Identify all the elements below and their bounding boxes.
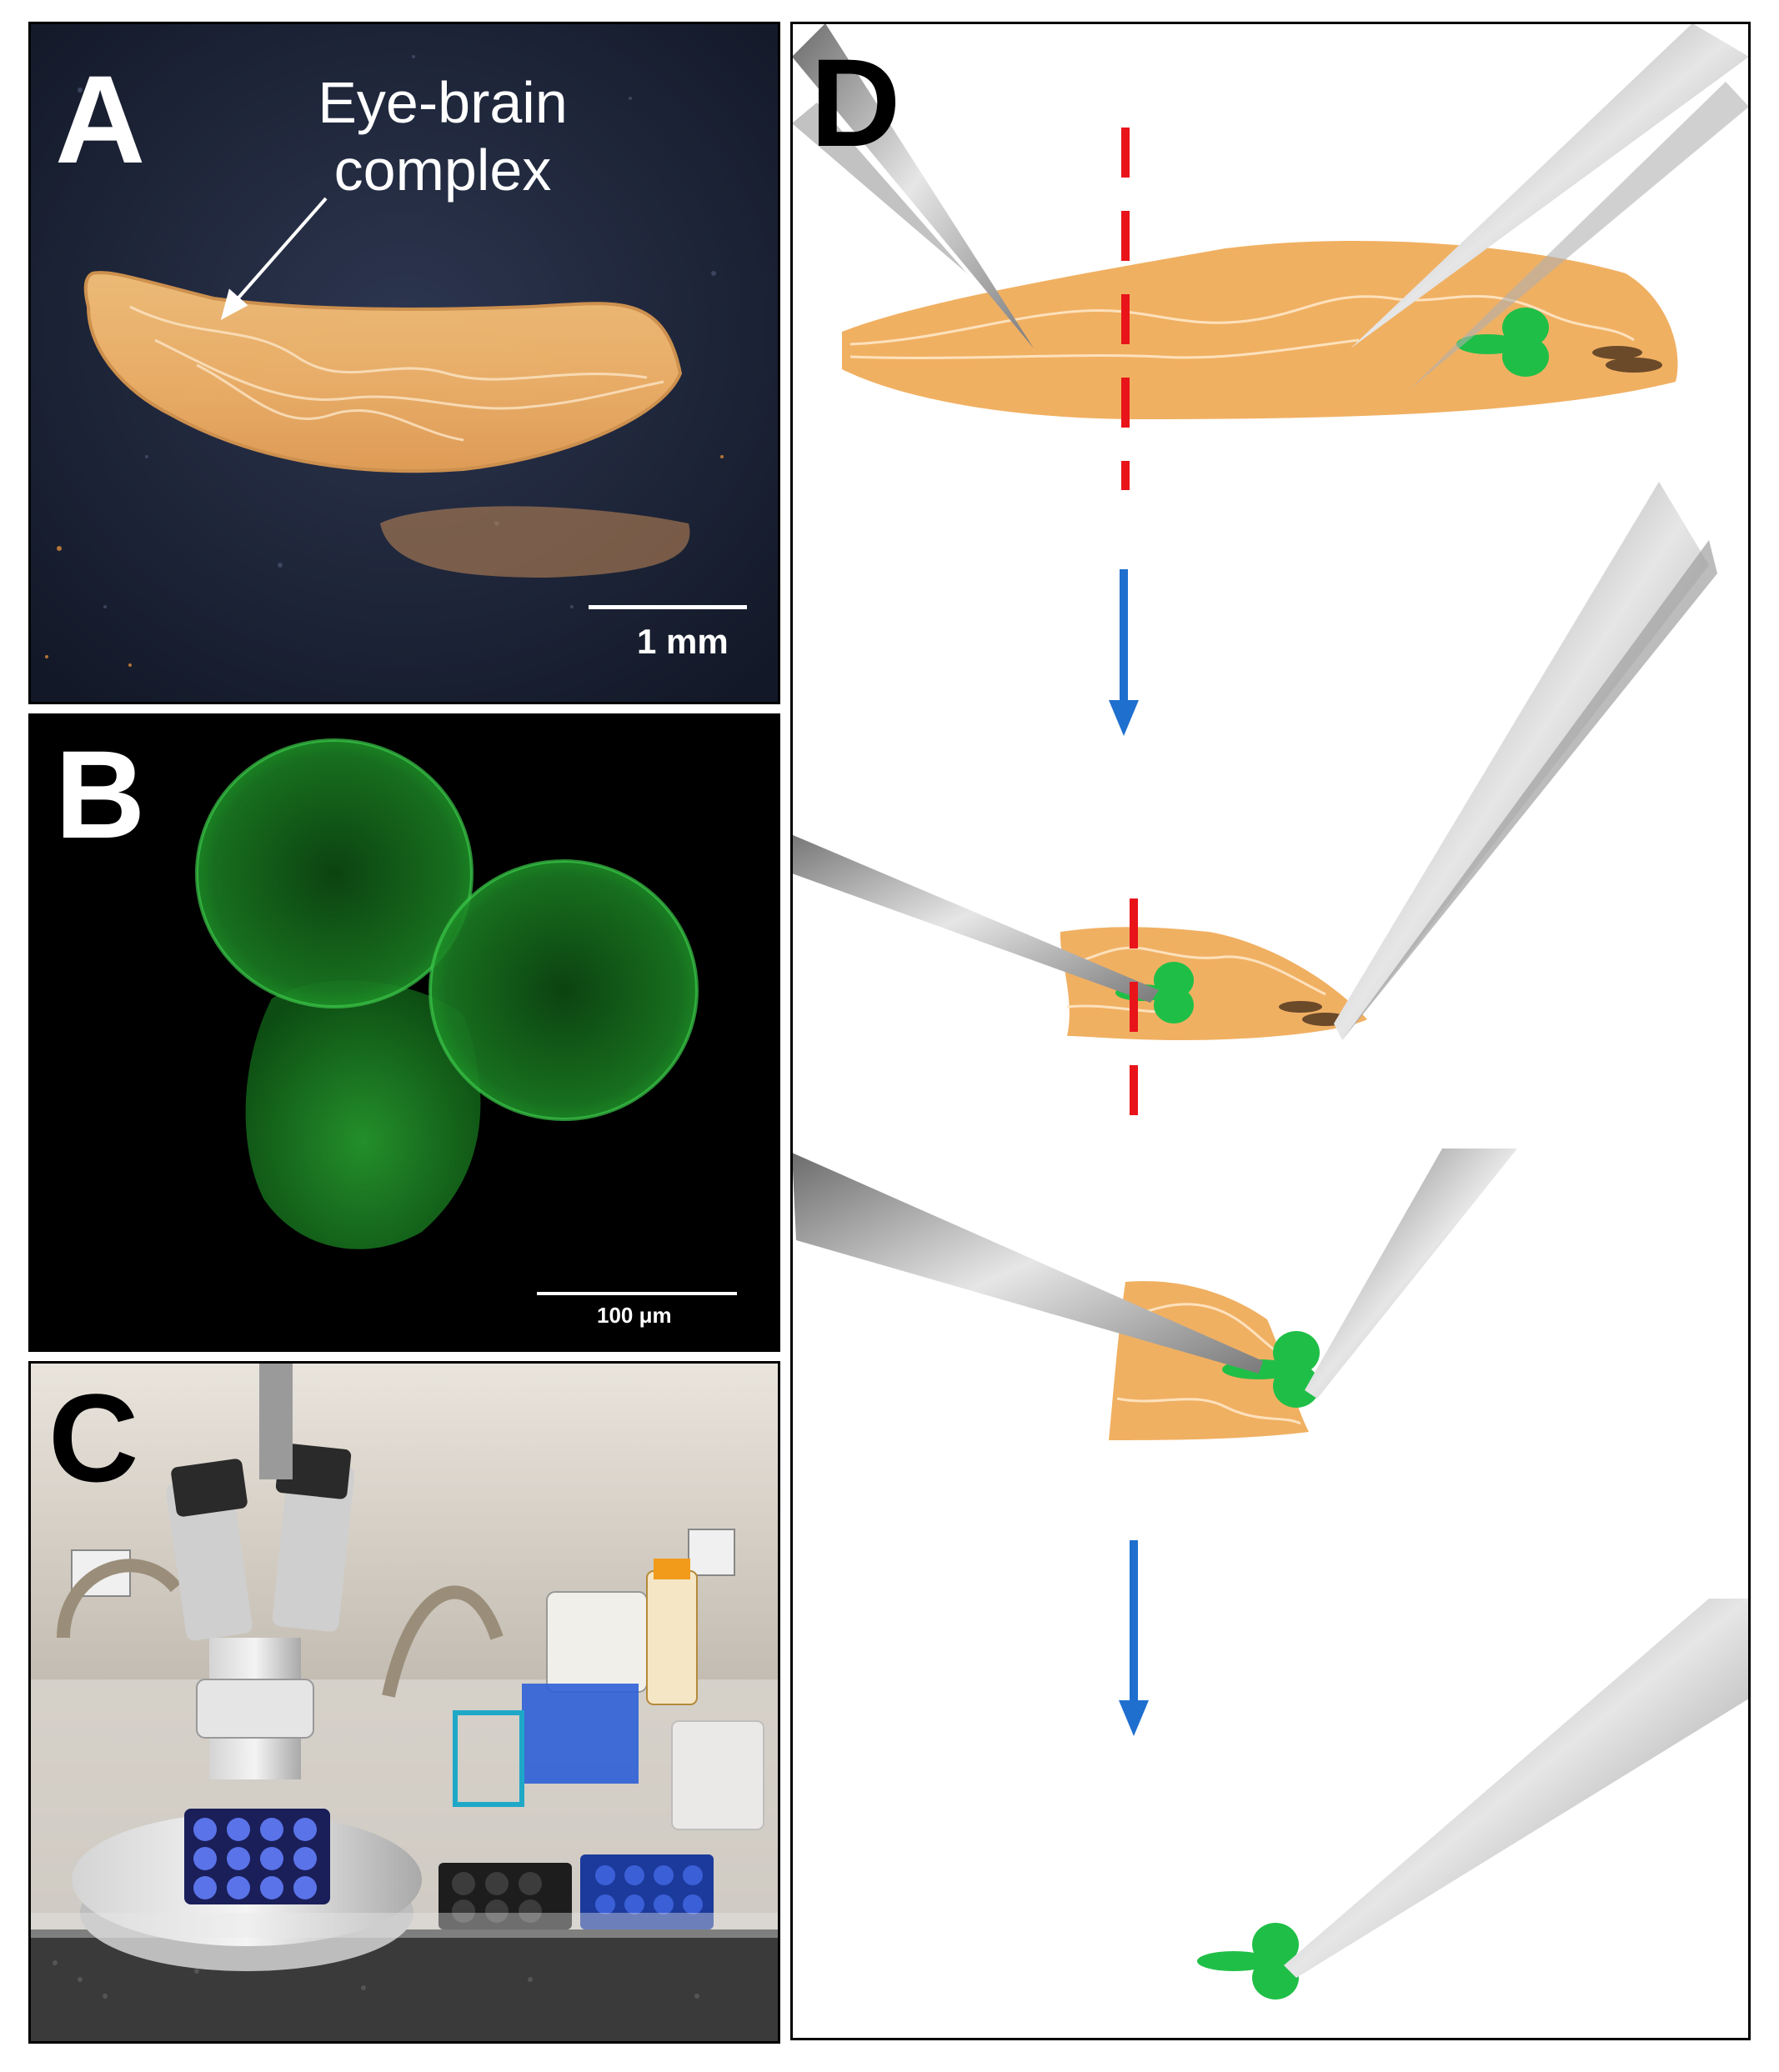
ventral-nerve-cord xyxy=(245,980,481,1249)
brain-lobe-left xyxy=(197,740,472,1007)
arrow-down-icon xyxy=(1109,569,1139,736)
panel-label: A xyxy=(55,49,146,189)
gfp-brain-icon xyxy=(1222,1331,1320,1408)
scale-label: 1 mm xyxy=(637,622,729,661)
gfp-brain-icon xyxy=(1456,308,1549,377)
arrow-icon xyxy=(220,197,328,320)
step-2-larva xyxy=(792,482,1717,1115)
panel-c-frame xyxy=(28,1361,780,2044)
larva-body xyxy=(842,241,1678,419)
forceps-icon xyxy=(1305,1149,1517,1399)
scale-bar xyxy=(589,605,747,609)
larva-body xyxy=(83,271,683,473)
forceps-icon xyxy=(1351,23,1749,348)
forceps-icon xyxy=(1334,482,1709,1040)
panel-a-frame xyxy=(28,22,780,704)
panel-c-microscope-photo: C xyxy=(30,1363,779,2042)
panel-d-dissection-schematic: D xyxy=(792,23,1749,2039)
dissection-diagram xyxy=(792,23,1749,1999)
well-plate xyxy=(184,1809,330,1904)
larva-photo xyxy=(30,23,779,703)
panel-label: D xyxy=(810,33,901,173)
step-4-brain xyxy=(1197,1599,1749,1999)
step-3-larva xyxy=(792,1149,1517,1440)
microscope-photo xyxy=(30,1363,779,2042)
panel-d-frame xyxy=(790,22,1751,2040)
annotation-line-2: complex xyxy=(333,137,552,203)
forceps-icon xyxy=(792,23,1034,348)
eyepiece-left xyxy=(166,1476,253,1641)
panel-b-fluorescence: B 100 μm xyxy=(30,715,779,1350)
forceps-icon xyxy=(1284,1599,1749,1978)
eyepiece-right xyxy=(272,1460,355,1632)
scale-label: 100 μm xyxy=(597,1303,672,1328)
panel-label: B xyxy=(55,724,146,864)
panel-b-frame xyxy=(28,713,780,1352)
brain-lobe-right xyxy=(430,861,697,1119)
panel-label: C xyxy=(48,1368,139,1508)
step-1-larva xyxy=(792,23,1749,490)
fluorescence-image xyxy=(30,715,779,1350)
forceps-icon xyxy=(792,834,1159,1003)
panel-a-larva-photo: A Eye-brain complex 1 mm xyxy=(30,23,779,703)
gfp-brain-icon xyxy=(1115,962,1194,1023)
annotation-line-1: Eye-brain xyxy=(318,70,568,135)
forceps-icon xyxy=(792,1153,1263,1374)
arrow-down-icon xyxy=(1119,1540,1149,1736)
annotation-eye-brain: Eye-brain complex xyxy=(268,69,618,203)
scale-bar xyxy=(537,1292,737,1295)
